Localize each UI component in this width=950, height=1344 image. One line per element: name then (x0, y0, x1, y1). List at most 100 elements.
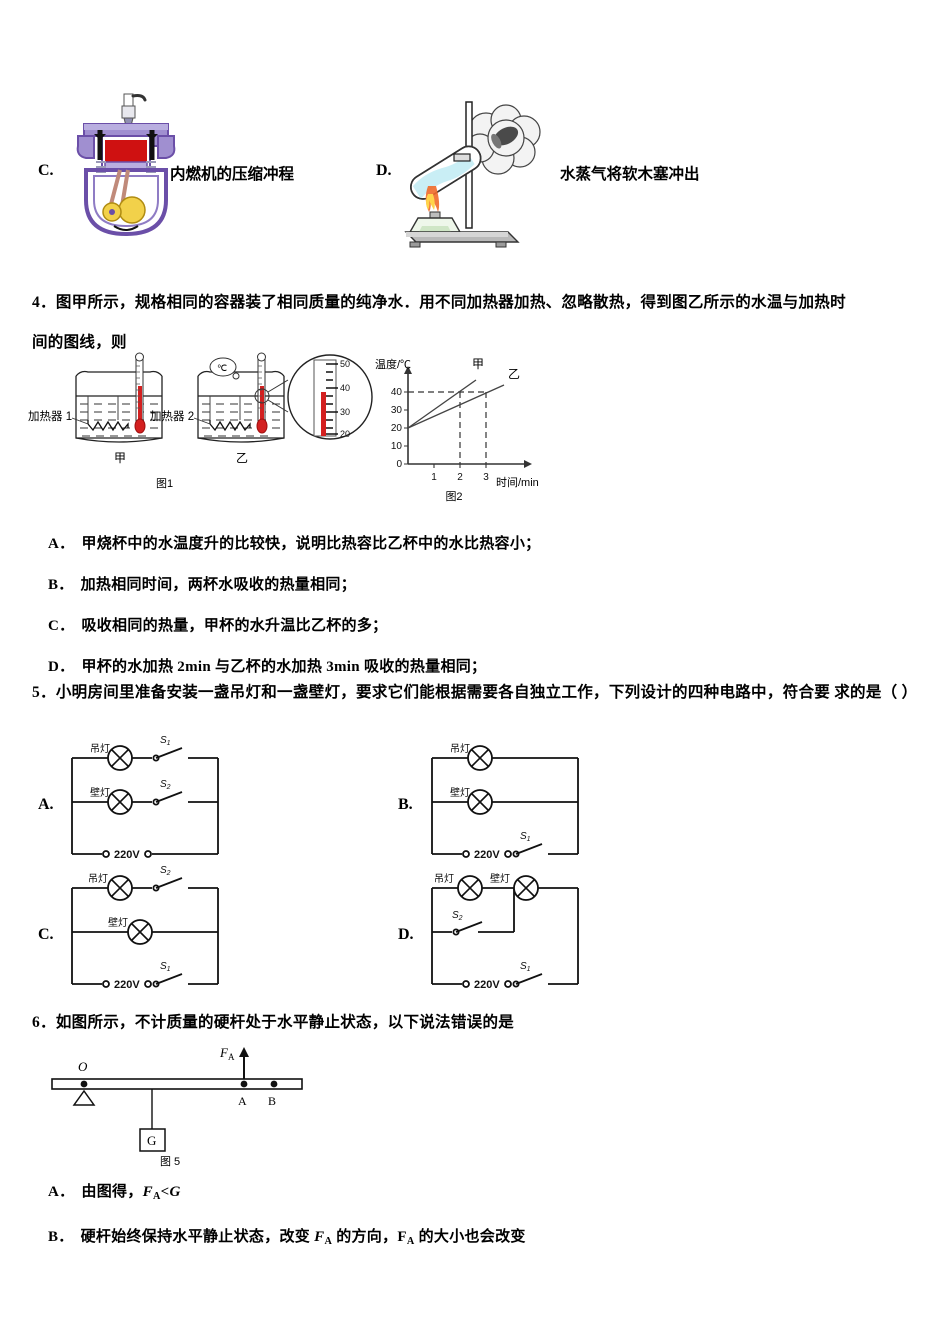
q6-option-b-suffix: 的方向，F (332, 1228, 407, 1245)
heater1-label: 加热器 1 (28, 410, 72, 423)
q6-option-a-force-symbol: F (142, 1184, 153, 1200)
q6-option-a-label: A． (48, 1184, 75, 1200)
x-tick-2: 2 (457, 472, 463, 483)
q5-option-d-label: D. (398, 926, 414, 943)
question-6-number: 6． (32, 1014, 56, 1031)
option-d-label: D. (376, 162, 392, 179)
question-4-stem-line1: 图甲所示，规格相同的容器装了相同质量的纯净水．用不同加热器加热、忽略散热，得到图… (55, 294, 846, 311)
series-label-yi: 乙 (508, 367, 520, 381)
circuit-c-switch2-label: S2 (160, 865, 171, 877)
q6-option-a-prefix: 由图得， (81, 1184, 143, 1200)
q4-option-a-text: 甲烧杯中的水温度升的比较快，说明比热容比乙杯中的水比热容小； (81, 536, 541, 552)
question-5-stem-line1: 小明房间里准备安装一盏吊灯和一盏壁灯，要求它们能根据需要各自独立工作，下列设计的… (55, 684, 831, 701)
option-c-label: C. (38, 162, 54, 179)
magnifier-tick-20: 20 (340, 429, 350, 439)
question-4-figure-group: ℃ 50 40 30 20 加热器 1 加热器 2 甲 乙 (28, 352, 560, 504)
question-5-number: 5． (32, 684, 56, 701)
circuit-c-source-label: 220V (114, 979, 140, 991)
internal-combustion-engine-figure (72, 90, 180, 248)
circuit-a (71, 745, 219, 858)
circuit-d-wall-lamp-label: 壁灯 (490, 872, 510, 885)
circuit-c-ceiling-lamp-label: 吊灯 (88, 873, 108, 885)
question-5-circuit-options: A. B. C. D. (30, 735, 680, 1004)
chart-ylabel: 温度/℃ (375, 357, 411, 371)
option-c-caption: 内燃机的压缩冲程 (170, 166, 295, 183)
fulcrum-label: O (78, 1059, 88, 1074)
magnifier-tick-30: 30 (340, 407, 350, 417)
circuit-b-source-label: 220V (474, 849, 500, 861)
q5-option-c-label: C. (38, 926, 54, 943)
circuit-a-labels: 吊灯 壁灯 S1 S2 220V (90, 735, 171, 861)
weight-label: G (147, 1133, 156, 1148)
q6-option-b-label: B． (48, 1228, 74, 1245)
q4-option-d[interactable]: D． 甲杯的水加热 2min 与乙杯的水加热 3min 吸收的热量相同； (48, 647, 928, 688)
point-a-label: A (238, 1094, 247, 1108)
circuit-d-switch2-label: S2 (452, 910, 463, 922)
beaker2-label: 乙 (236, 451, 248, 465)
figure5-caption: 图 5 (160, 1155, 180, 1168)
temperature-time-chart: 0 10 20 30 40 1 2 3 温度/℃ 时间/min (375, 357, 539, 503)
q4-option-c-text: 吸收相同的热量，甲杯的水升温比乙杯的多； (81, 618, 388, 634)
q6-option-a[interactable]: A．由图得，FA<G (48, 1172, 928, 1217)
y-tick-20: 20 (391, 423, 403, 434)
y-tick-40: 40 (391, 387, 403, 398)
question-4-stem: 4．图甲所示，规格相同的容器装了相同质量的纯净水．用不同加热器加热、忽略散热，得… (32, 283, 922, 363)
x-tick-3: 3 (483, 472, 489, 483)
circuit-b-switch1-label: S1 (520, 831, 531, 843)
circuit-c-labels: 吊灯 壁灯 S2 S1 220V (88, 865, 171, 991)
q6-option-b[interactable]: B．硬杆始终保持水平静止状态，改变 FA 的方向，FA 的大小也会改变 (48, 1217, 928, 1262)
circuit-c (71, 875, 219, 988)
figure1-caption: 图1 (156, 477, 173, 490)
circuit-b (431, 745, 579, 858)
question-5-stem: 5．小明房间里准备安装一盏吊灯和一盏壁灯，要求它们能根据需要各自独立工作，下列设… (32, 673, 922, 713)
q4-option-b[interactable]: B．加热相同时间，两杯水吸收的热量相同； (48, 565, 928, 606)
chart-xlabel: 时间/min (496, 476, 539, 489)
point-b-label: B (268, 1094, 276, 1108)
question-4-options: A． 甲烧杯中的水温度升的比较快，说明比热容比乙杯中的水比热容小； B．加热相同时… (48, 524, 928, 688)
q4-option-a[interactable]: A． 甲烧杯中的水温度升的比较快，说明比热容比乙杯中的水比热容小； (48, 524, 928, 565)
circuit-a-switch2-label: S2 (160, 779, 171, 791)
circuit-a-source-label: 220V (114, 849, 140, 861)
q4-option-d-label: D． (48, 659, 75, 675)
question-6-options: A．由图得，FA<G B．硬杆始终保持水平静止状态，改变 FA 的方向，FA 的… (48, 1172, 928, 1262)
q6-option-b-force-symbol: F (314, 1228, 325, 1245)
magnifier-tick-40: 40 (340, 383, 350, 393)
question-5-stem-line2: 求的是（ ） (834, 684, 918, 701)
q4-option-a-label: A． (48, 536, 75, 552)
series-line-jia (407, 379, 477, 429)
question-6-stem-text: 如图所示，不计质量的硬杆处于水平静止状态，以下说法错误的是 (55, 1014, 515, 1031)
circuit-d-switch1-label: S1 (520, 961, 531, 973)
figure2-caption: 图2 (445, 490, 462, 503)
question-6-lever-figure: O G FA A B 图 5 (42, 1043, 342, 1168)
circuit-d-ceiling-lamp-label: 吊灯 (434, 873, 454, 885)
x-tick-1: 1 (431, 472, 437, 483)
circuit-d-labels: 吊灯 壁灯 S2 S1 220V (434, 872, 531, 991)
circuit-d (431, 875, 579, 988)
circuit-c-switch1-label: S1 (160, 961, 171, 973)
option-d-caption: 水蒸气将软木塞冲出 (560, 166, 700, 183)
q6-option-a-force-sub: A (152, 1190, 161, 1202)
q4-option-c[interactable]: C． 吸收相同的热量，甲杯的水升温比乙杯的多； (48, 606, 928, 647)
beaker1-label: 甲 (114, 451, 126, 465)
circuit-a-switch1-label: S1 (160, 735, 171, 747)
top-image-options-row: C. (0, 84, 950, 274)
circuit-b-ceiling-lamp-label: 吊灯 (450, 743, 470, 755)
q5-option-b-label: B. (398, 796, 413, 813)
heater2-label: 加热器 2 (150, 410, 194, 423)
circuit-a-ceiling-lamp-label: 吊灯 (90, 743, 110, 755)
circuit-a-wall-lamp-label: 壁灯 (90, 786, 110, 799)
q6-option-b-suffix-sub: A (406, 1235, 415, 1247)
q6-option-b-suffix-tail: 的大小也会改变 (414, 1228, 526, 1245)
circuit-b-wall-lamp-label: 壁灯 (450, 786, 470, 799)
magnifier-tick-50: 50 (340, 359, 350, 369)
q6-option-b-prefix: 硬杆始终保持水平静止状态，改变 (80, 1228, 315, 1245)
q4-option-b-text: 加热相同时间，两杯水吸收的热量相同； (80, 577, 357, 593)
circuit-c-wall-lamp-label: 壁灯 (108, 916, 128, 929)
y-tick-0: 0 (396, 459, 402, 470)
q4-option-d-text: 甲杯的水加热 2min 与乙杯的水加热 3min 吸收的热量相同； (81, 659, 487, 675)
circuit-b-labels: 吊灯 壁灯 S1 220V (450, 743, 531, 861)
circuit-d-source-label: 220V (474, 979, 500, 991)
force-label: FA (219, 1045, 235, 1062)
series-label-jia: 甲 (472, 357, 484, 371)
q4-option-c-label: C． (48, 618, 75, 634)
